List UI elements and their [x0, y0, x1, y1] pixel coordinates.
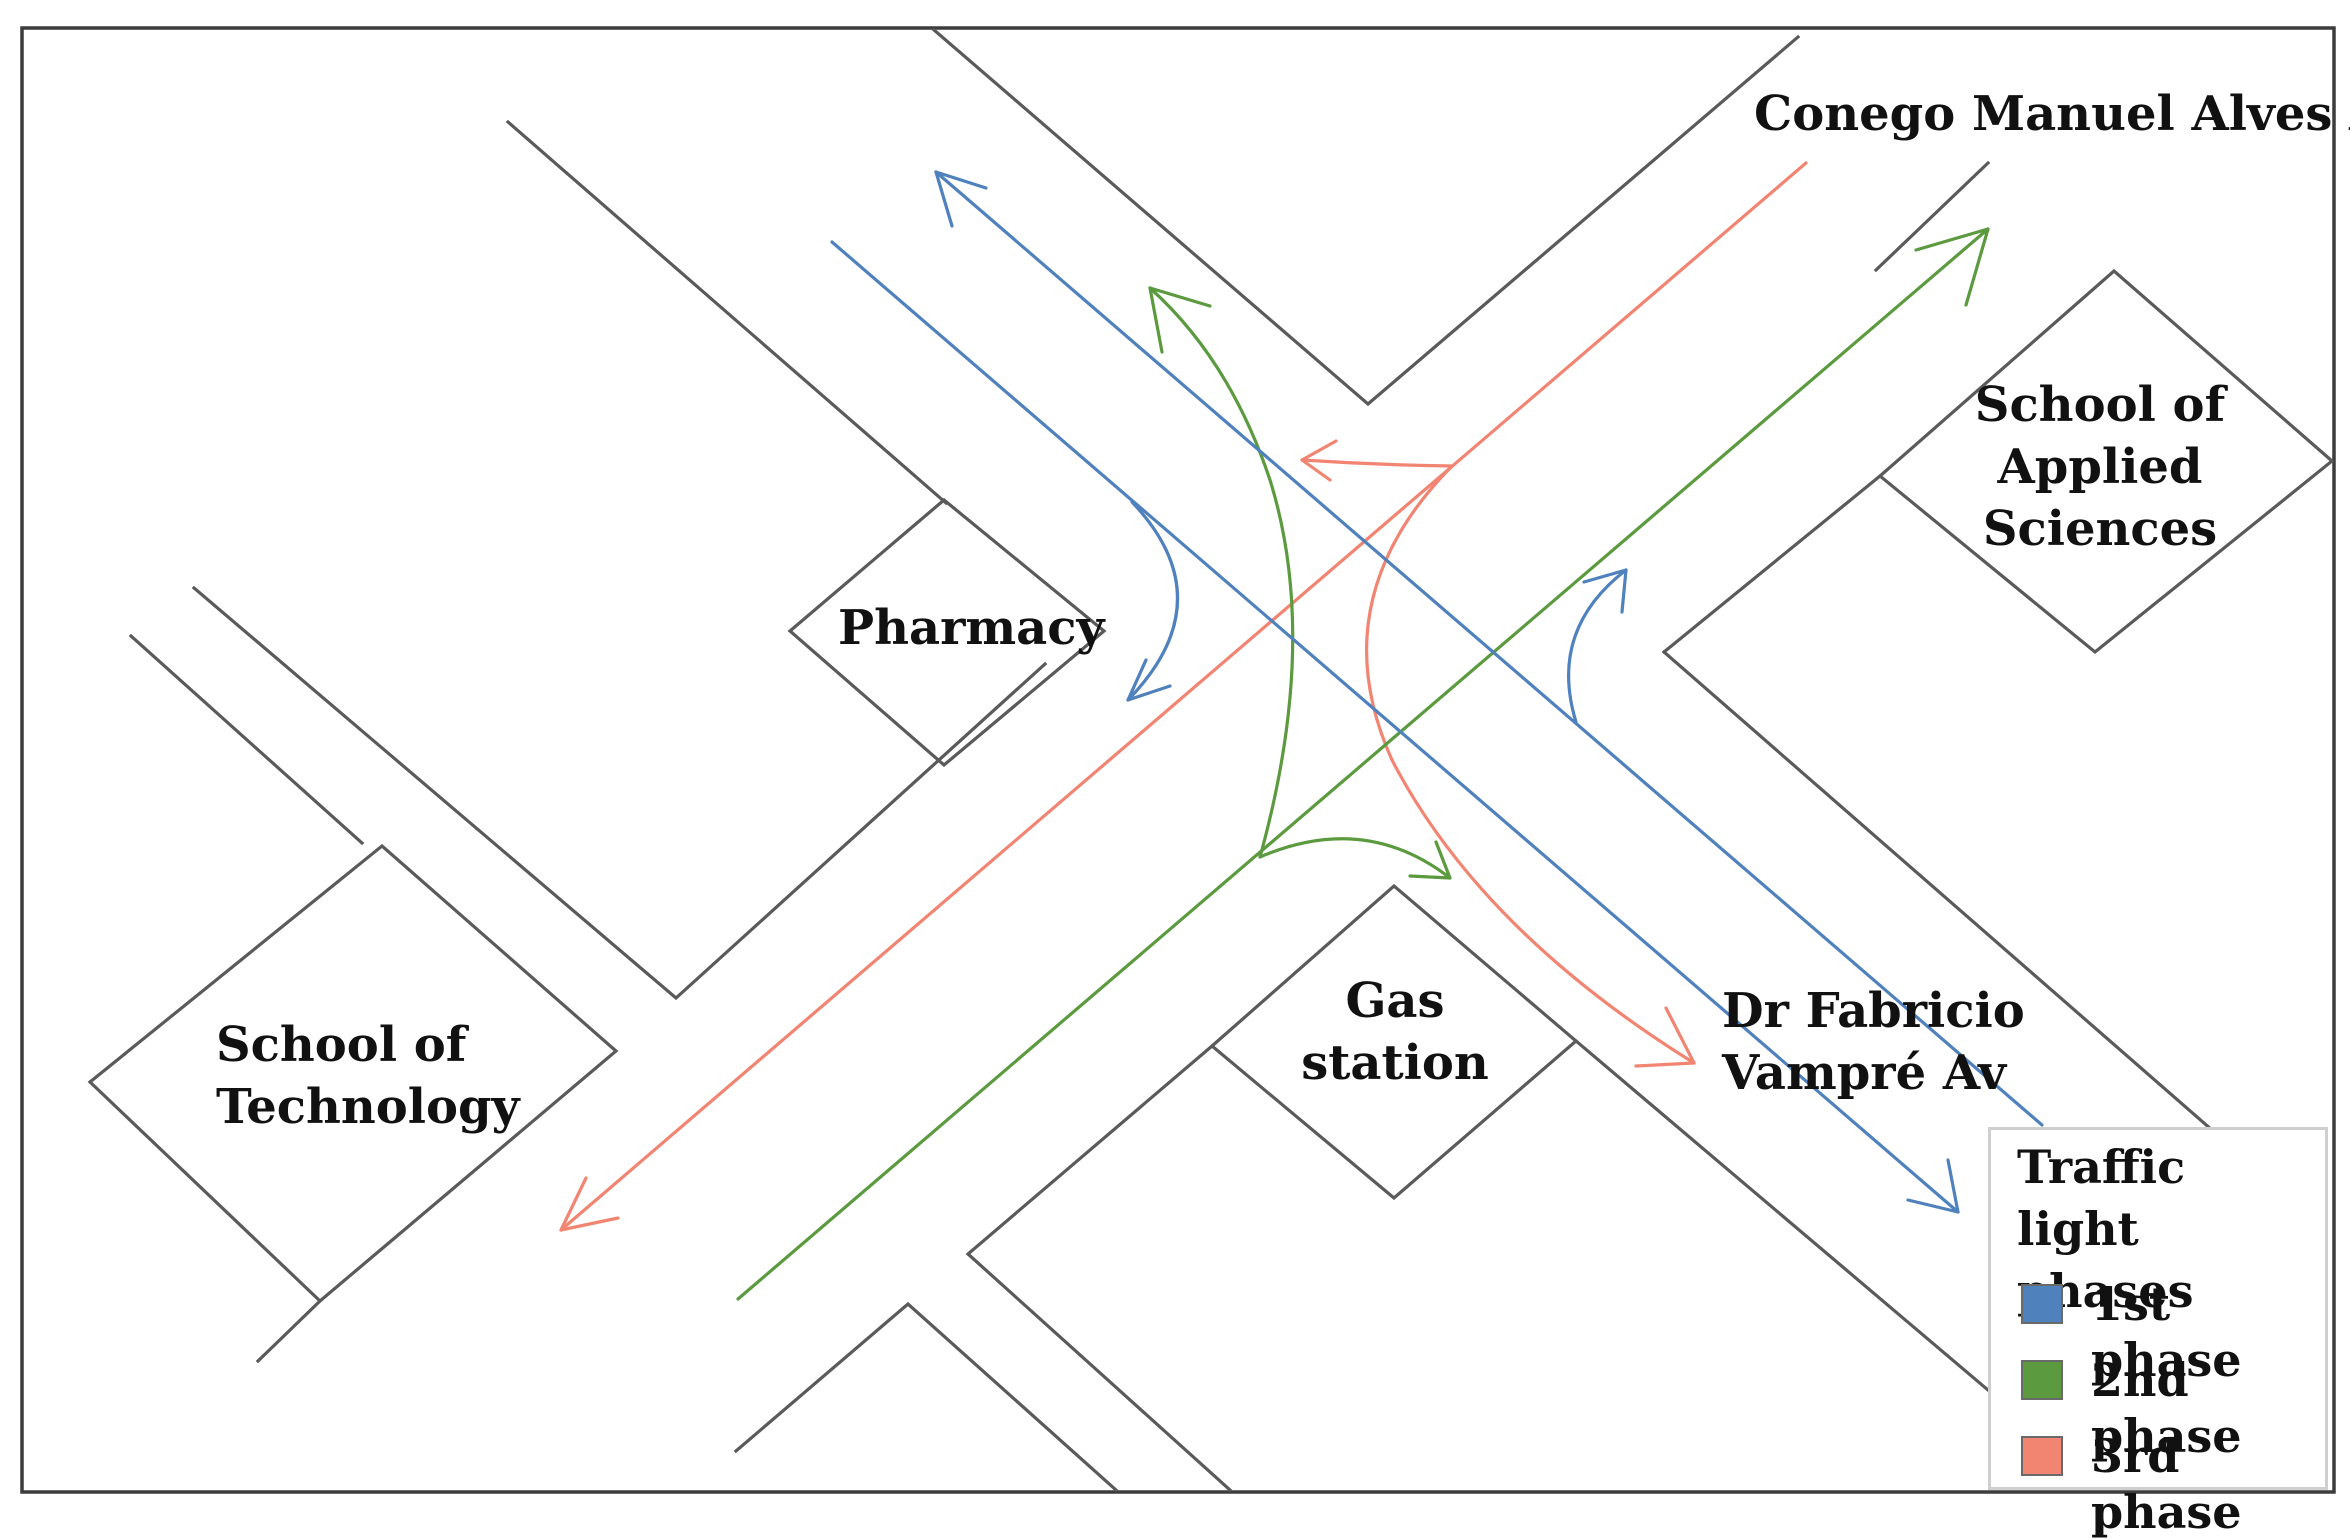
road-edge [1873, 160, 1991, 273]
applied-sciences-block [1877, 268, 2335, 655]
school-of-technology-label-line1: School of [216, 1017, 467, 1073]
phase1-arrowhead [934, 170, 988, 228]
phase1-left-turn-path [1126, 500, 1180, 702]
phase-3-paths [559, 161, 1808, 1232]
phase-2-paths [736, 227, 1990, 1301]
road-edge [255, 1298, 323, 1364]
gas-station-label-line2: station [1301, 1035, 1489, 1091]
street-label-line1: Dr Fabricio [1722, 983, 2025, 1039]
phase3-right-turn-path [1365, 464, 1696, 1065]
phase3-arrowhead [1300, 439, 1338, 482]
road-edge [965, 1043, 1233, 1493]
phase1-upper-through-path [934, 170, 2044, 1127]
legend-swatch-phase-2 [2021, 1360, 2063, 1400]
map-frame [20, 26, 2336, 1494]
legend-item-phase-1: 1st phase [2021, 1276, 2321, 1387]
phase2-arrowhead [1914, 227, 1990, 307]
technology-block [87, 843, 619, 1304]
legend-swatch-phase-3 [2021, 1436, 2063, 1476]
legend-swatch-phase-1 [2021, 1284, 2063, 1324]
pharmacy-block [787, 497, 1107, 768]
phase1-lower-through-path [830, 240, 1960, 1214]
legend-title-line1: Traffic light [2017, 1140, 2186, 1256]
school-of-technology-label: School of Technology [216, 1014, 520, 1138]
phase3-left-turn-path [1300, 458, 1454, 468]
phase1-arrowhead [1906, 1158, 1960, 1214]
road-edge [1661, 473, 1883, 655]
applied-sciences-label: School of Applied Sciences [1960, 374, 2240, 560]
phase2-arrowhead [1408, 840, 1452, 880]
applied-sciences-label-line1: School of [1974, 377, 2226, 433]
road-edge [505, 119, 949, 506]
road-edge [1661, 649, 2215, 1133]
phase1-arrowhead [1126, 658, 1172, 702]
school-of-technology-label-line2: Technology [216, 1079, 520, 1135]
legend: Traffic light phases 1st phase 2nd phase… [1988, 1127, 2328, 1539]
gas-station-label-line1: Gas [1345, 973, 1445, 1029]
road-edge [128, 633, 365, 846]
road-edge [733, 1301, 1119, 1493]
phase1-arrowhead [1582, 568, 1628, 614]
phase3-through-path [559, 161, 1808, 1232]
phase-1-paths [830, 170, 2044, 1214]
phase2-arrowhead [1148, 286, 1212, 354]
phase2-left-turn-path [1148, 286, 1295, 859]
phase2-right-turn-path [1258, 837, 1452, 880]
road-edge [1573, 1038, 1991, 1393]
applied-sciences-label-line2: Applied [1997, 439, 2203, 495]
street-label-line2: Vampré Av [1722, 1045, 2007, 1101]
pharmacy-label: Pharmacy [838, 600, 1105, 656]
legend-item-phase-2: 2nd phase [2021, 1352, 2321, 1463]
phase2-through-path [736, 227, 1990, 1301]
phase3-arrowhead [559, 1176, 620, 1232]
road-edge [191, 585, 1048, 1001]
road-edge [931, 27, 1801, 407]
legend-label-phase-2: 2nd phase [2091, 1353, 2242, 1463]
street-label-conego-manuel-alves: Conego Manuel Alves Av [1754, 86, 2350, 142]
road-outlines [87, 27, 2335, 1493]
phase3-arrowhead [1634, 1006, 1696, 1068]
phase1-right-turn-path [1567, 568, 1628, 724]
legend-label-phase-1: 1st phase [2091, 1277, 2242, 1387]
gas-station-label: Gas station [1270, 970, 1520, 1094]
legend-label-phase-3: 3rd phase [2091, 1429, 2242, 1539]
street-label-dr-fabricio-vampre: Dr Fabricio Vampré Av [1722, 980, 2025, 1104]
legend-item-phase-3: 3rd phase [2021, 1428, 2321, 1539]
applied-sciences-label-line3: Sciences [1982, 501, 2218, 557]
